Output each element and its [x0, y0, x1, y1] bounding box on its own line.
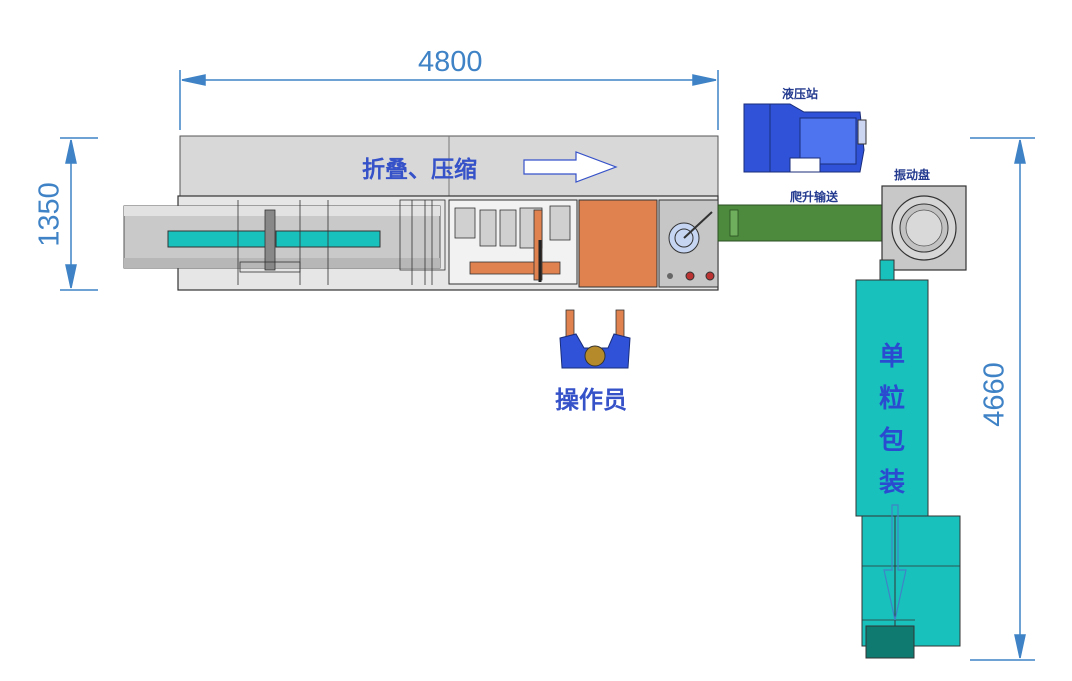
orange-frame [469, 261, 561, 275]
single-pack-char: 包 [878, 426, 905, 456]
single-pack-char: 装 [878, 468, 905, 498]
single-pack-char: 粒 [878, 384, 905, 414]
label-hydraulic-station: 液压站 [782, 87, 819, 101]
label-operator: 操作员 [555, 386, 627, 414]
teal-bar-left [167, 230, 269, 248]
pack-down-arrow [883, 504, 907, 621]
dimension-length-top: 4800 [418, 46, 483, 78]
process-arrow [523, 151, 618, 183]
label-single-pack: 单 粒 包 装 [872, 336, 912, 504]
single-pack-unit [855, 279, 929, 517]
operator-figure [559, 309, 631, 369]
label-climb-conveyor: 爬升输送 [790, 190, 839, 204]
label-vibration-plate: 振动盘 [894, 168, 931, 182]
single-pack-char: 单 [878, 342, 905, 372]
climb-conveyor [717, 204, 891, 242]
hydraulic-station-graphic [743, 103, 867, 173]
pack-output-block [865, 625, 915, 659]
orange-compress-unit [578, 199, 658, 288]
label-fold-compress: 折叠、压缩 [362, 157, 477, 183]
